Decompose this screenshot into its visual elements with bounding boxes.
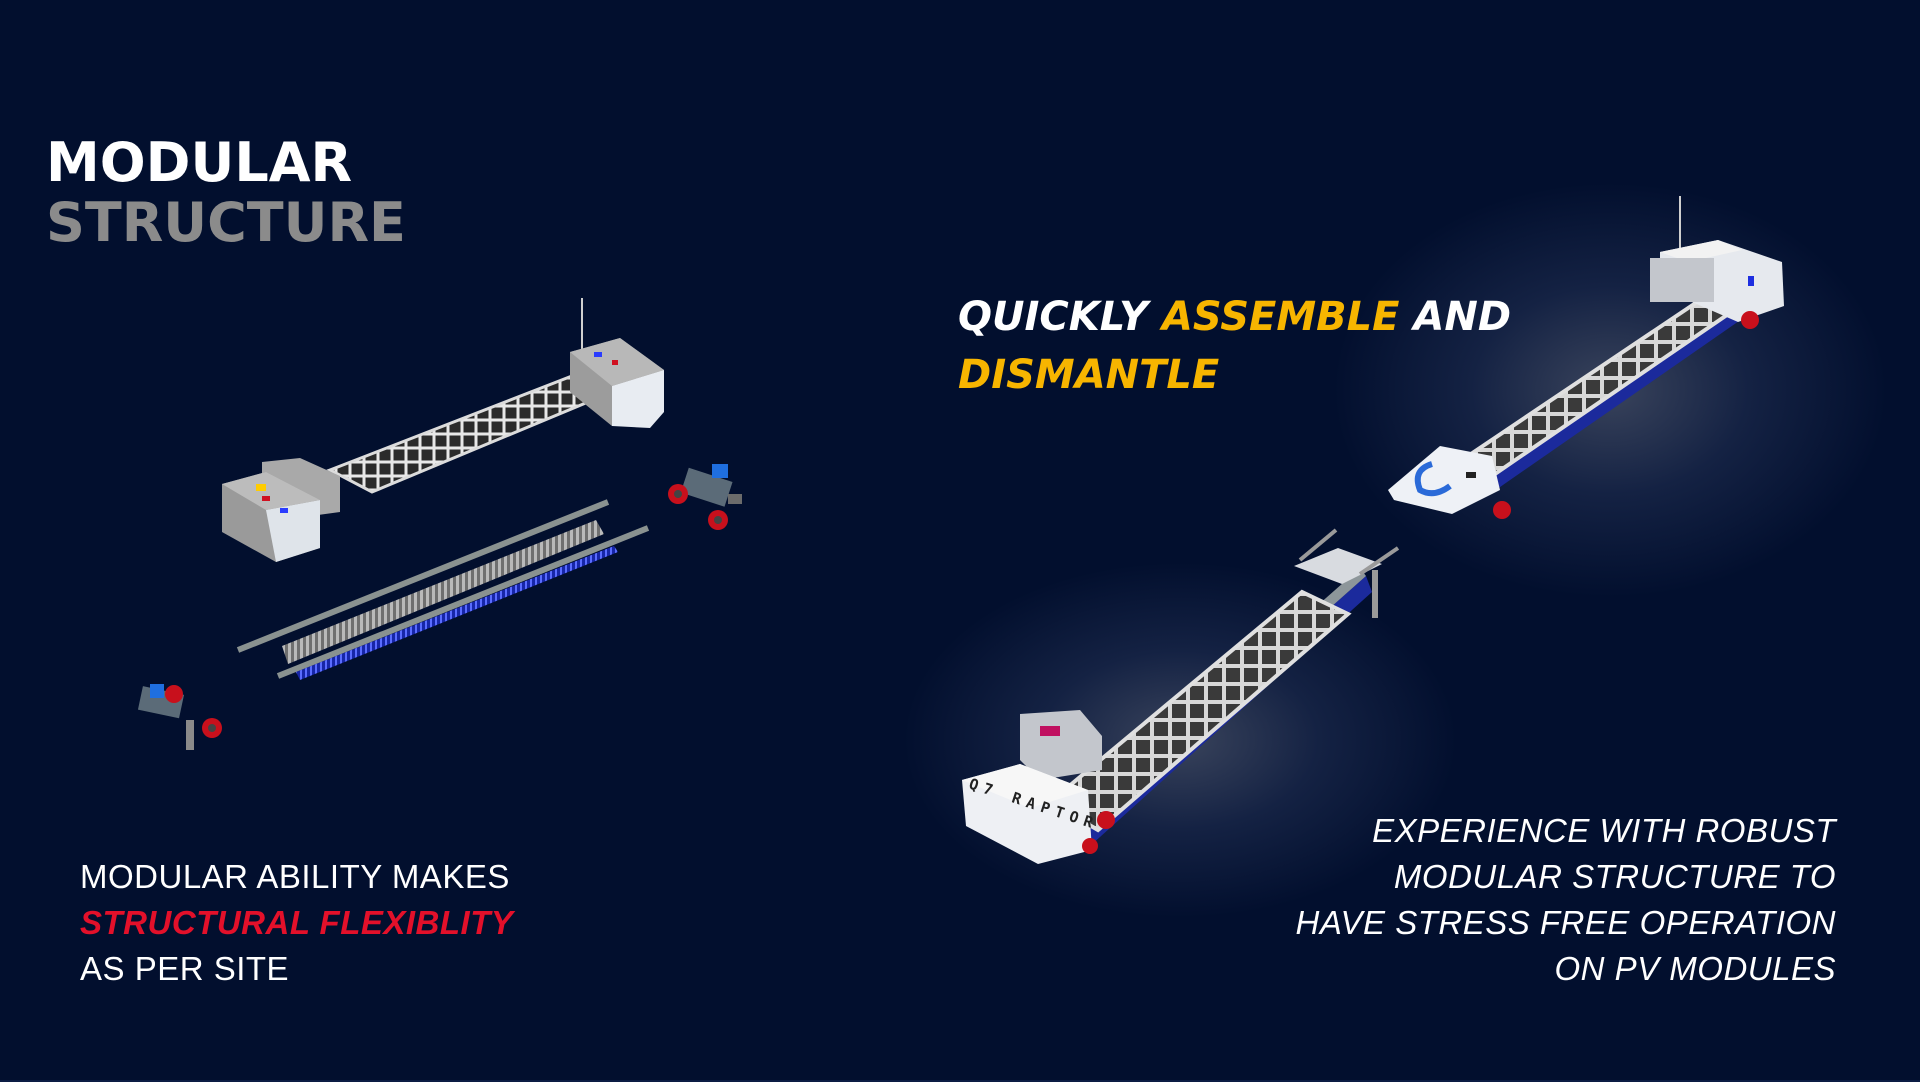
tagline-and: AND [1413,294,1512,340]
left-copy-line-3: AS PER SITE [80,950,290,987]
right-copy-line-1: EXPERIENCE WITH ROBUST [1372,812,1836,849]
exploded-robot [137,298,742,750]
tagline-dismantle: DISMANTLE [958,352,1220,398]
tagline-assemble: ASSEMBLE [1161,294,1400,340]
right-copy-line-2: MODULAR STRUCTURE TO [1393,858,1836,895]
tagline-line-1: QUICKLY ASSEMBLE AND [958,288,1511,346]
right-copy-line-3: HAVE STRESS FREE OPERATION [1295,904,1836,941]
left-copy: MODULAR ABILITY MAKES STRUCTURAL FLEXIBL… [80,854,513,992]
bottom-edge [0,1080,1920,1082]
assembled-robot-top [1388,196,1784,519]
title-line-1: MODULAR [46,131,353,194]
title-line-2: STRUCTURE [46,191,406,254]
right-copy: EXPERIENCE WITH ROBUST MODULAR STRUCTURE… [1295,808,1836,992]
assembled-robot-bottom: Q7 RAPTOR [962,528,1400,864]
right-copy-line-4: ON PV MODULES [1554,950,1836,987]
tagline: QUICKLY ASSEMBLE AND DISMANTLE [958,288,1511,404]
left-copy-line-1: MODULAR ABILITY MAKES [80,858,510,895]
tagline-quickly: QUICKLY [958,294,1148,340]
left-copy-highlight: STRUCTURAL FLEXIBLITY [80,904,514,941]
